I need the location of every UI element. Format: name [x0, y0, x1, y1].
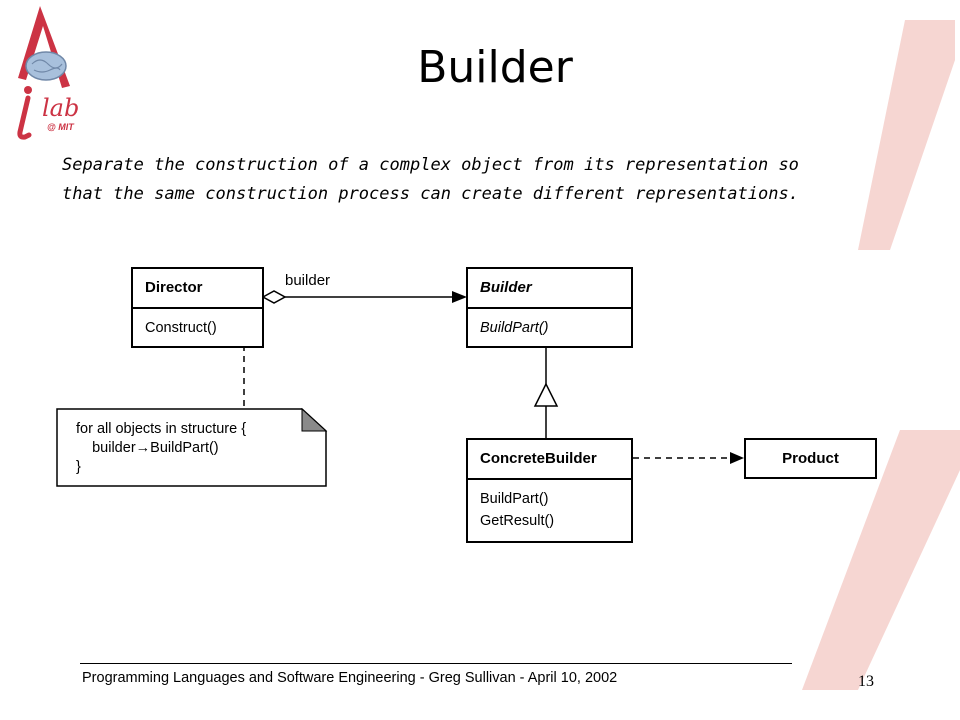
association-label: builder: [285, 272, 331, 289]
class-operations: BuildPart() GetResult(): [468, 480, 631, 532]
ilab-logo-icon: [17, 6, 70, 140]
class-director: Director Construct(): [131, 267, 264, 348]
class-name: Director: [133, 269, 262, 309]
footer-divider: [80, 663, 792, 664]
page-number: 13: [858, 673, 874, 690]
note-dogear-icon: [301, 407, 328, 432]
class-operation: BuildPart(): [480, 491, 549, 507]
footer-text: Programming Languages and Software Engin…: [82, 670, 618, 686]
note-text: for all objects in structure { builder→B…: [76, 421, 247, 475]
class-operation: GetResult(): [480, 513, 555, 529]
class-product: Product: [744, 438, 877, 479]
logo-subtext: @ MIT: [47, 122, 74, 132]
class-name: Product: [782, 450, 839, 467]
note-shape: [56, 408, 327, 487]
aggregation-diamond-icon: [261, 290, 287, 304]
inheritance-triangle-icon: [533, 382, 559, 407]
class-operation: BuildPart(): [480, 320, 549, 336]
class-name: Builder: [468, 269, 631, 309]
arrowhead-icon: [452, 291, 467, 303]
page-title: Builder: [417, 42, 573, 93]
class-name: ConcreteBuilder: [468, 440, 631, 480]
class-builder: Builder BuildPart(): [466, 267, 633, 348]
logo-text: lab: [42, 94, 80, 122]
class-operation: Construct(): [145, 320, 217, 336]
arrowhead-icon: [730, 452, 744, 464]
pattern-description: Separate the construction of a complex o…: [62, 155, 799, 204]
class-concrete-builder: ConcreteBuilder BuildPart() GetResult(): [466, 438, 633, 543]
